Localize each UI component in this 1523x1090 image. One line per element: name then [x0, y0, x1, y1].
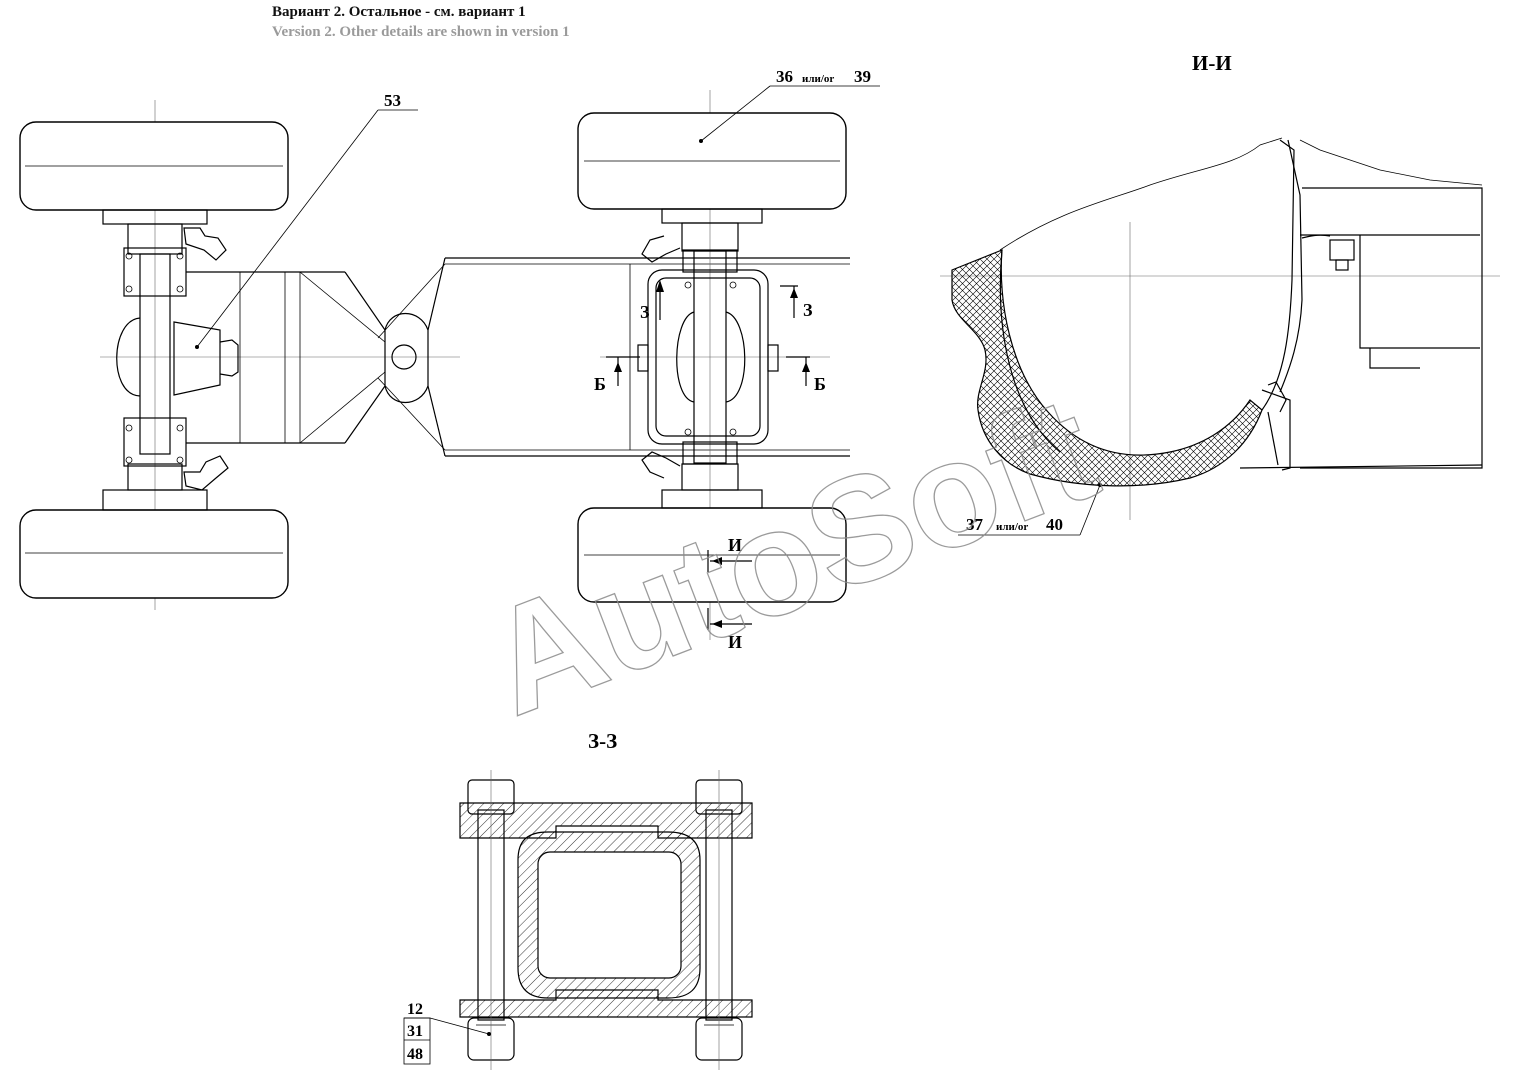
- svg-text:39: 39: [854, 67, 871, 86]
- svg-text:12: 12: [407, 1001, 423, 1018]
- marker-z-left: З: [640, 302, 650, 322]
- section-zz: З-З: [459, 729, 753, 1070]
- svg-text:31: 31: [407, 1023, 423, 1040]
- callout-36-39: 36 или/or 39: [700, 67, 880, 142]
- marker-i-top: И: [728, 535, 742, 555]
- section-zz-title: З-З: [588, 729, 617, 753]
- header-english: Version 2. Other details are shown in ve…: [272, 24, 570, 40]
- callout-12-31-48: 12 31 48: [403, 1001, 490, 1065]
- svg-text:или/or: или/or: [996, 521, 1028, 533]
- marker-b-left: Б: [594, 374, 606, 394]
- watermark: AutoSoft: [465, 363, 1116, 747]
- svg-text:53: 53: [384, 91, 401, 110]
- svg-text:или/or: или/or: [802, 73, 834, 85]
- section-ii: И-И: [940, 51, 1500, 520]
- section-markers: З З Б Б И И: [594, 280, 826, 652]
- marker-b-right: Б: [814, 374, 826, 394]
- middle-axle-view: [577, 90, 847, 640]
- callout-37-40: 37 или/or 40: [958, 484, 1101, 536]
- svg-text:48: 48: [407, 1046, 423, 1063]
- section-ii-title: И-И: [1192, 51, 1232, 75]
- left-bottom-wheel: [19, 509, 289, 599]
- callout-53: 53: [196, 91, 418, 348]
- svg-text:37: 37: [966, 515, 984, 534]
- svg-text:36: 36: [776, 67, 793, 86]
- header-russian: Вариант 2. Остальное - см. вариант 1: [272, 4, 526, 20]
- marker-i-bottom: И: [728, 632, 742, 652]
- left-axle-view: [19, 100, 460, 610]
- marker-z-right: З: [803, 300, 813, 320]
- svg-text:40: 40: [1046, 515, 1063, 534]
